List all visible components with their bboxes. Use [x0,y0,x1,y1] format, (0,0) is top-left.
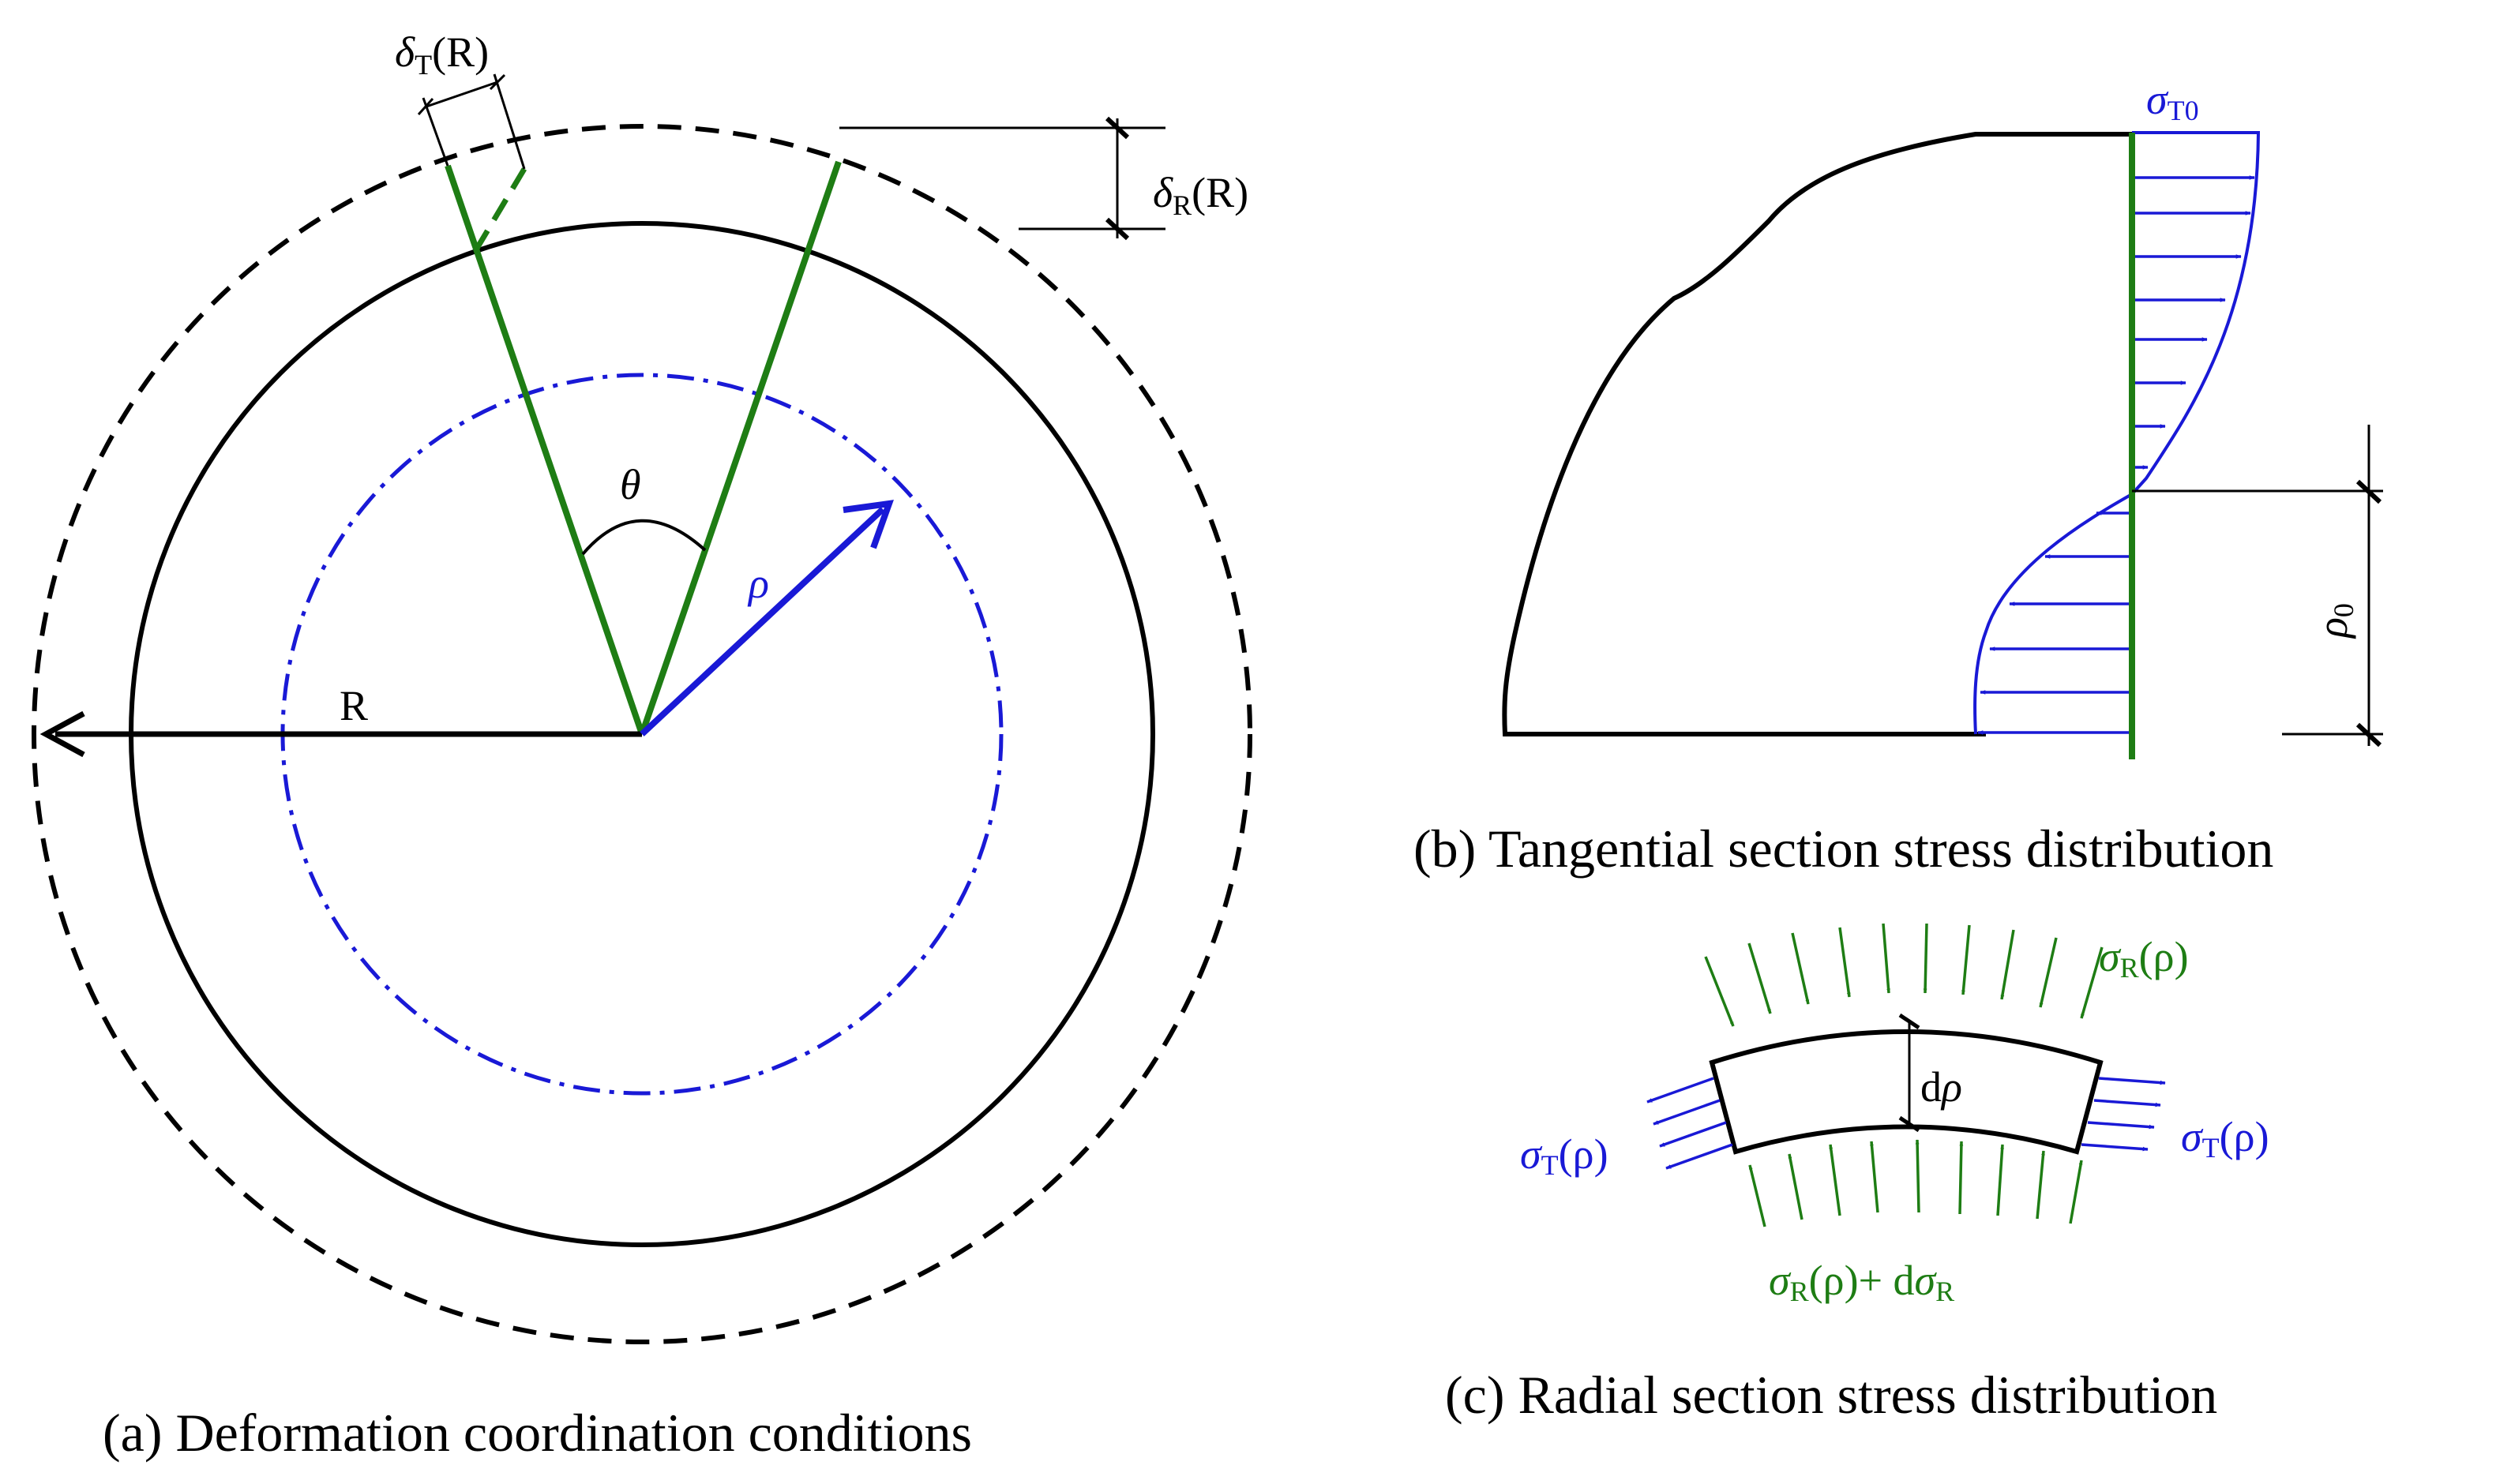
sigmaT-right-label: σT(ρ) [2181,1113,2269,1164]
panel-c: dρ [1445,923,2269,1425]
sigmaT0-label: σT0 [2146,76,2199,126]
rho0-dimension [2132,425,2383,748]
sigmaR-arrows-top [1704,923,2104,1027]
caption-c: (c) Radial section stress distribution [1445,1365,2217,1425]
rho-arrow-head [843,500,894,549]
theta-arc [581,519,707,556]
drho-tick-bottom [1898,1115,1920,1133]
stress-curve [1973,131,2261,735]
rho0-label: ρ0 [2309,603,2359,639]
stress-arrows-compression [1977,511,2132,735]
sigmaT-arrows-left [1646,1077,1733,1170]
deltaT-dimension [417,73,526,170]
panel-a: θ R ρ δT(R) δR(R) (a) [32,28,1252,1463]
body-outline [1502,132,2132,736]
stress-arrows-tension [2132,175,2255,470]
sigmaT-arrows-right [2081,1077,2166,1152]
rho-arrow [640,507,885,736]
deltaT-label: δT(R) [395,28,489,81]
radius-arrow-head [39,710,85,758]
deformed-outer-circle [32,124,1252,1344]
radial-line-left [445,164,645,736]
sigmaR-label: σR(ρ) [2099,933,2189,984]
radius-label: R [340,682,368,729]
rho-label: ρ [747,560,769,607]
caption-b: (b) Tangential section stress distributi… [1413,819,2273,879]
theta-label: θ [620,461,641,508]
sigmaR-plus-label: σR(ρ)+ dσR [1769,1257,1954,1307]
caption-a: (a) Deformation coordination conditions [103,1403,972,1463]
drho-label: dρ [1920,1063,1962,1111]
panel-b: σT0 ρ0 (b) Tangential section stress dis… [1413,76,2383,879]
deltaR-label: δR(R) [1153,169,1248,221]
radial-line-right [639,160,842,736]
radial-line-left-extension [472,167,527,253]
deltaR-dimension [839,116,1165,241]
drho-tick-top [1898,1013,1920,1030]
radial-element [1709,1029,2104,1155]
sigmaR-arrows-bottom [1748,1139,2083,1227]
sigmaT-left-label: σT(ρ) [1520,1130,1608,1181]
